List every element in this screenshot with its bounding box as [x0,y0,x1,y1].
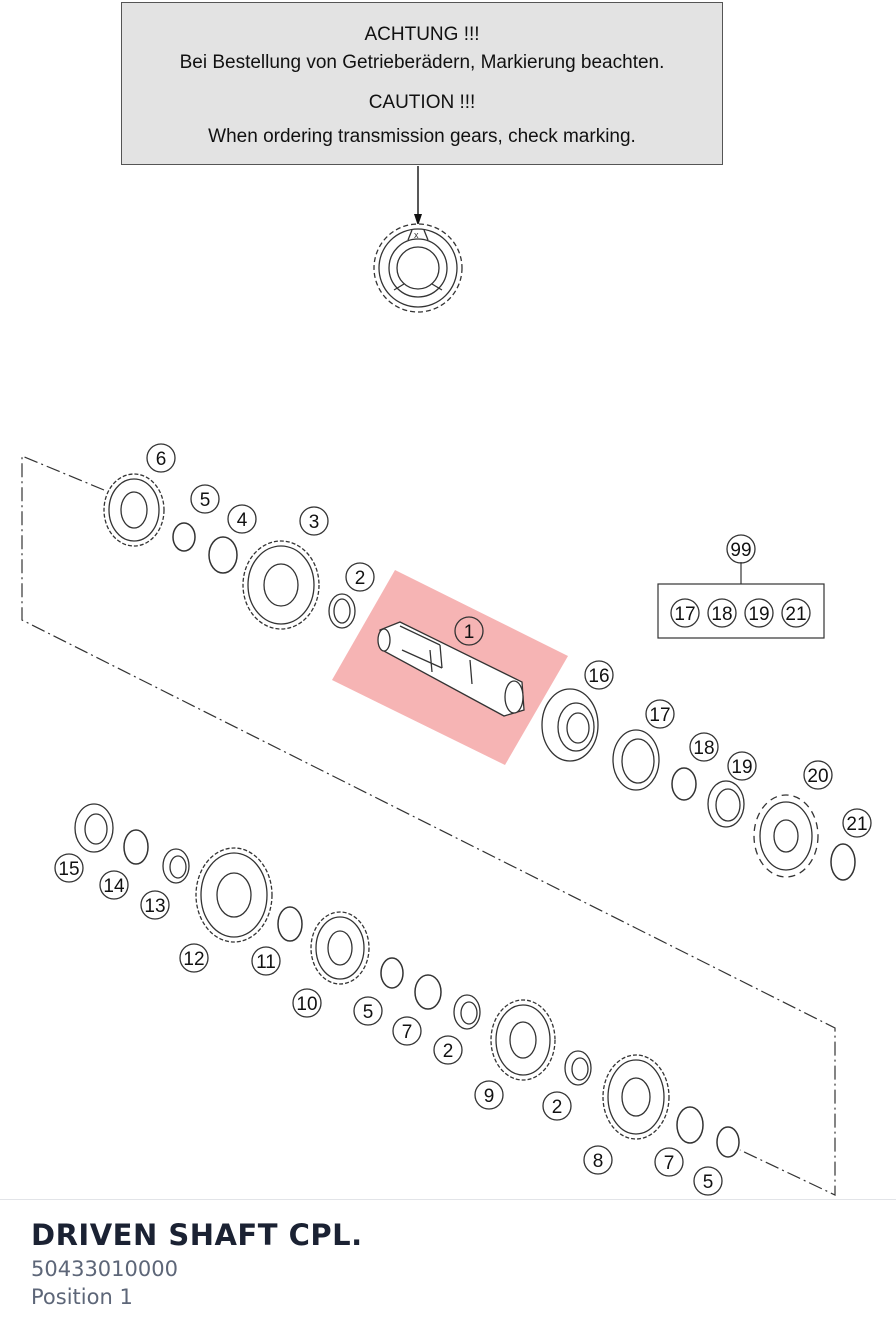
svg-text:12: 12 [183,949,204,970]
part-title: DRIVEN SHAFT CPL. [31,1218,363,1252]
callout-11[interactable]: 11 [251,946,281,976]
callout-16[interactable]: 16 [584,660,614,690]
callout-1[interactable]: 1 [454,616,484,646]
gear-part-6 [103,473,165,547]
svg-text:13: 13 [144,896,165,917]
callout-5-top[interactable]: 5 [190,484,220,514]
callout-15[interactable]: 15 [54,853,84,883]
caution-en-title: CAUTION !!! [368,92,476,113]
svg-text:5: 5 [703,1172,714,1193]
kit-item-21[interactable]: 21 [781,598,811,628]
sprocket-part-20 [753,794,819,878]
svg-text:2: 2 [552,1097,563,1118]
kit-item-18[interactable]: 18 [707,598,737,628]
svg-text:18: 18 [693,738,714,759]
caution-de-text: Bei Bestellung von Getrieberädern, Marki… [179,52,665,73]
gear-part-9 [490,999,556,1081]
svg-text:2: 2 [355,568,366,589]
svg-text:7: 7 [664,1153,675,1174]
svg-text:7: 7 [402,1022,413,1043]
bearing-part-15 [74,803,114,853]
callout-2-low[interactable]: 2 [542,1091,572,1121]
part-position: Position 1 [31,1285,133,1309]
svg-text:4: 4 [237,510,248,531]
svg-text:5: 5 [363,1002,374,1023]
callout-14[interactable]: 14 [99,870,129,900]
svg-text:18: 18 [711,604,732,625]
svg-text:9: 9 [484,1086,495,1107]
callout-21[interactable]: 21 [842,808,872,838]
caution-en-text: When ordering transmission gears, check … [208,126,636,147]
kit-item-19[interactable]: 19 [744,598,774,628]
callout-4[interactable]: 4 [227,504,257,534]
part-info-footer: DRIVEN SHAFT CPL. 50433010000 Position 1 [0,1199,896,1336]
callout-3[interactable]: 3 [299,506,329,536]
circlip-part-21 [830,843,856,881]
assembly-frame [21,455,836,1196]
callout-13[interactable]: 13 [140,890,170,920]
svg-text:19: 19 [731,757,752,778]
svg-text:5: 5 [200,490,211,511]
svg-text:15: 15 [58,859,79,880]
diagram-svg: x [21,166,872,1196]
caution-box: ACHTUNG !!! Bei Bestellung von Getrieber… [121,2,723,165]
kit-item-17[interactable]: 17 [670,598,700,628]
svg-text:16: 16 [588,666,609,687]
callout-17[interactable]: 17 [645,699,675,729]
svg-text:21: 21 [785,604,806,625]
callout-2-mid[interactable]: 2 [433,1035,463,1065]
callout-9[interactable]: 9 [474,1080,504,1110]
callout-7-low[interactable]: 7 [654,1147,684,1177]
gear-part-10 [310,911,370,985]
svg-text:19: 19 [748,604,769,625]
callout-5-mid[interactable]: 5 [353,996,383,1026]
callout-2-top[interactable]: 2 [345,562,375,592]
callout-8[interactable]: 8 [583,1145,613,1175]
bearing-part-16 [541,688,599,762]
callout-5-low[interactable]: 5 [693,1166,723,1196]
svg-text:10: 10 [296,994,317,1015]
svg-text:21: 21 [846,814,867,835]
seal-part-17 [612,729,660,791]
svg-text:3: 3 [309,512,320,533]
part-number: 50433010000 [31,1257,178,1281]
svg-text:17: 17 [674,604,695,625]
gear-part-3 [242,540,320,630]
svg-text:x: x [414,230,419,240]
svg-text:11: 11 [256,952,276,973]
bushing-part-19 [707,780,745,828]
callout-99[interactable]: 99 [726,534,756,564]
kit-box-99 [657,583,825,639]
callout-20[interactable]: 20 [803,760,833,790]
callout-19[interactable]: 19 [727,751,757,781]
gear-part-12 [195,847,273,943]
callout-18[interactable]: 18 [689,732,719,762]
callout-7-mid[interactable]: 7 [392,1016,422,1046]
svg-text:1: 1 [464,622,475,643]
ring-part-18 [671,767,697,801]
svg-text:17: 17 [649,705,670,726]
gear-part-8 [602,1054,670,1140]
caution-de-title: ACHTUNG !!! [364,24,480,45]
marked-gear-icon: x [373,223,463,313]
svg-text:6: 6 [156,449,167,470]
exploded-diagram: x [21,2,872,1196]
callout-10[interactable]: 10 [292,988,322,1018]
svg-text:14: 14 [103,876,125,897]
svg-text:2: 2 [443,1041,454,1062]
svg-text:99: 99 [730,540,751,561]
caution-arrow [414,214,422,226]
washer-part-11 [277,906,303,942]
driven-shaft [377,621,525,717]
callout-6[interactable]: 6 [146,443,176,473]
svg-text:8: 8 [593,1151,604,1172]
bushing-part-2-top [328,593,356,629]
bushing-part-13 [162,848,190,884]
washer-part-14 [123,829,149,865]
svg-text:20: 20 [807,766,828,787]
callout-12[interactable]: 12 [179,943,209,973]
